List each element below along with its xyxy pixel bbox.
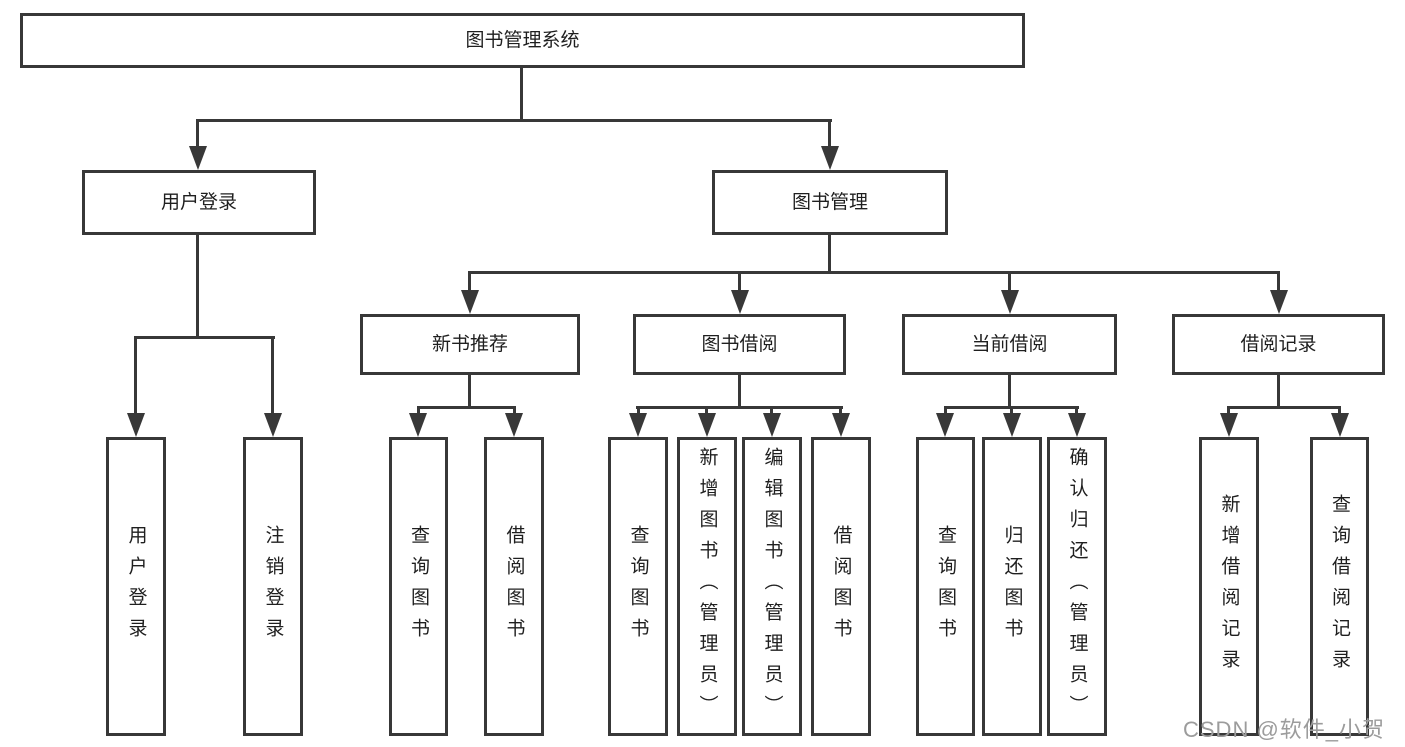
connector-line <box>520 67 523 120</box>
arrow-down-icon <box>1270 290 1288 314</box>
leaf-label: 确认归还（管理员） <box>1066 447 1088 726</box>
connector-line <box>1277 271 1280 295</box>
connector-line <box>738 374 741 409</box>
csdn-watermark: CSDN @软件_小贺同学 <box>1183 717 1386 742</box>
connector-line <box>417 406 420 416</box>
connector-line <box>196 119 199 151</box>
leaf-label: 查询图书 <box>627 524 649 649</box>
leaf-label: 归还图书 <box>1001 524 1023 649</box>
node-label: 用户登录 <box>160 192 237 213</box>
leaf-query-books-borrowing: 查询图书 <box>608 437 668 736</box>
arrow-down-icon <box>936 413 954 437</box>
leaf-return-books: 归还图书 <box>982 437 1042 736</box>
leaf-label: 新增借阅记录 <box>1218 493 1240 680</box>
node-current-borrowing: 当前借阅 <box>902 314 1117 375</box>
leaf-edit-books-admin: 编辑图书（管理员） <box>742 437 802 736</box>
leaf-label: 查询借阅记录 <box>1329 493 1350 680</box>
leaf-label: 借阅图书 <box>830 524 852 649</box>
leaf-query-books-current: 查询图书 <box>916 437 975 736</box>
connector-line <box>196 234 199 338</box>
leaf-borrow-books-borrowing: 借阅图书 <box>811 437 871 736</box>
leaf-label: 注销登录 <box>262 524 284 649</box>
leaf-label: 编辑图书（管理员） <box>761 447 783 726</box>
leaf-label: 借阅图书 <box>503 524 525 649</box>
connector-line <box>468 271 1280 274</box>
node-label: 借阅记录 <box>1240 334 1317 355</box>
arrow-down-icon <box>1003 413 1021 437</box>
connector-line <box>637 406 640 416</box>
connector-line <box>1008 271 1011 295</box>
connector-line <box>271 336 274 417</box>
connector-line <box>636 406 843 409</box>
connector-line <box>1277 374 1280 409</box>
connector-line <box>468 271 471 295</box>
connector-line <box>134 336 137 417</box>
connector-line <box>1075 406 1078 416</box>
arrow-down-icon <box>127 413 145 437</box>
leaf-label: 新增图书（管理员） <box>696 447 718 726</box>
connector-line <box>1227 406 1230 416</box>
connector-line <box>738 271 741 295</box>
arrow-down-icon <box>698 413 716 437</box>
arrow-down-icon <box>821 146 839 170</box>
connector-line <box>417 406 516 409</box>
leaf-add-books-admin: 新增图书（管理员） <box>677 437 737 736</box>
arrow-down-icon <box>264 413 282 437</box>
node-label: 图书借阅 <box>701 334 778 355</box>
node-label: 图书管理系统 <box>465 30 580 51</box>
leaf-user-login: 用户登录 <box>106 437 166 736</box>
node-library-management-system: 图书管理系统 <box>20 13 1025 68</box>
node-borrowing-records: 借阅记录 <box>1172 314 1385 375</box>
leaf-label: 用户登录 <box>125 524 147 649</box>
leaf-confirm-return-admin: 确认归还（管理员） <box>1047 437 1107 736</box>
arrow-down-icon <box>1331 413 1349 437</box>
arrow-down-icon <box>1068 413 1086 437</box>
arrow-down-icon <box>409 413 427 437</box>
connector-line <box>828 234 831 274</box>
leaf-query-books-recommend: 查询图书 <box>389 437 448 736</box>
connector-line <box>944 406 947 416</box>
connector-line <box>828 119 831 151</box>
arrow-down-icon <box>461 290 479 314</box>
connector-line <box>134 336 275 339</box>
node-label: 当前借阅 <box>971 334 1048 355</box>
arrow-down-icon <box>1001 290 1019 314</box>
connector-line <box>1010 406 1013 416</box>
connector-line <box>468 374 471 409</box>
node-book-management: 图书管理 <box>712 170 948 235</box>
arrow-down-icon <box>731 290 749 314</box>
connector-line <box>1227 406 1341 409</box>
node-label: 图书管理 <box>791 192 868 213</box>
leaf-query-borrow-record: 查询借阅记录 <box>1310 437 1369 736</box>
arrow-down-icon <box>832 413 850 437</box>
leaf-label: 查询图书 <box>408 524 429 649</box>
connector-line <box>513 406 516 416</box>
leaf-label: 查询图书 <box>935 524 956 649</box>
leaf-borrow-books-recommend: 借阅图书 <box>484 437 544 736</box>
arrow-down-icon <box>189 146 207 170</box>
connector-line <box>1008 374 1011 409</box>
connector-line <box>705 406 708 416</box>
arrow-down-icon <box>629 413 647 437</box>
arrow-down-icon <box>505 413 523 437</box>
connector-line <box>197 119 832 122</box>
node-book-borrowing: 图书借阅 <box>633 314 846 375</box>
connector-line <box>770 406 773 416</box>
leaf-logout: 注销登录 <box>243 437 303 736</box>
node-user-login: 用户登录 <box>82 170 316 235</box>
arrow-down-icon <box>1220 413 1238 437</box>
node-new-book-recommendation: 新书推荐 <box>360 314 580 375</box>
connector-line <box>839 406 842 416</box>
leaf-add-borrow-record: 新增借阅记录 <box>1199 437 1259 736</box>
arrow-down-icon <box>763 413 781 437</box>
node-label: 新书推荐 <box>431 334 508 355</box>
connector-line <box>1338 406 1341 416</box>
